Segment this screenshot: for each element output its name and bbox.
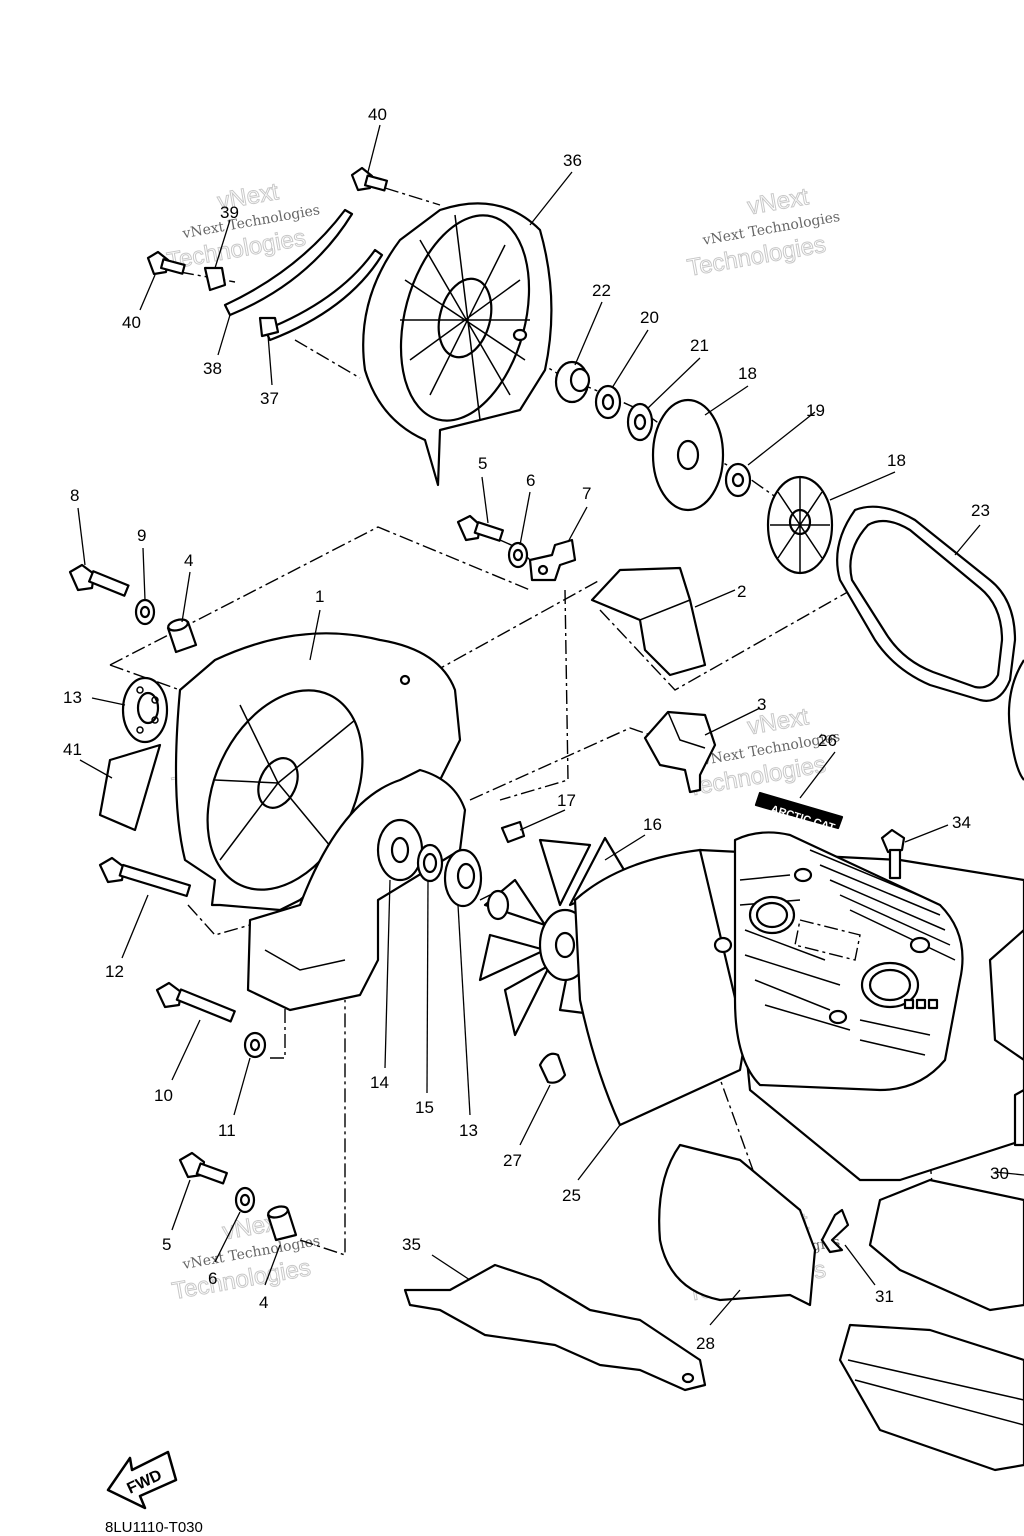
part-5-bolt-lower	[178, 1151, 228, 1185]
callout-1: 1	[315, 587, 324, 606]
callout-14: 14	[370, 1073, 389, 1092]
part-31-clip	[820, 1208, 850, 1254]
callout-4-upper: 4	[184, 551, 193, 570]
callout-18-lower: 18	[887, 451, 906, 470]
callout-5-lower: 5	[162, 1235, 171, 1254]
part-34-screw	[880, 828, 906, 880]
callout-13-right: 13	[459, 1121, 478, 1140]
callout-36: 36	[563, 151, 582, 170]
callout-12: 12	[105, 962, 124, 981]
part-7-bracket	[528, 538, 577, 582]
part-18-pulley-half-lower	[766, 475, 834, 575]
part-40-bolt-lower	[146, 250, 186, 276]
part-6-washer-lower	[234, 1186, 256, 1214]
callout-27: 27	[503, 1151, 522, 1170]
callout-2: 2	[737, 582, 746, 601]
part-30-pad	[868, 1178, 1024, 1312]
lower-airbox	[838, 1323, 1024, 1472]
part-1-fan-housing	[174, 632, 462, 912]
drawing-code: 8LU1110-T030	[105, 1519, 203, 1536]
callout-38: 38	[203, 359, 222, 378]
forward-direction-arrow: FWD	[106, 1450, 178, 1510]
callout-31: 31	[875, 1287, 894, 1306]
part-10-bolt	[155, 981, 236, 1023]
part-18-pulley-half-upper	[651, 398, 725, 512]
part-3-clamp	[643, 710, 717, 794]
part-37-band-strap	[223, 208, 384, 342]
callout-22: 22	[592, 281, 611, 300]
part-12-long-bolt	[98, 856, 192, 898]
callout-11: 11	[218, 1121, 236, 1140]
callout-30: 30	[990, 1164, 1009, 1183]
engine-top-cover	[713, 831, 964, 1092]
callout-40-top: 40	[368, 105, 387, 124]
part-40-bolt-upper	[350, 166, 389, 192]
part-13-bearing-right	[443, 848, 483, 908]
part-5-bolt-upper	[456, 514, 505, 542]
callout-10: 10	[154, 1086, 173, 1105]
callout-6-upper: 6	[526, 471, 535, 490]
callout-20: 20	[640, 308, 659, 327]
callout-4-lower: 4	[259, 1293, 268, 1312]
part-26-decal: ARCTIC CAT	[754, 791, 844, 834]
part-35-bracket	[403, 1263, 707, 1392]
part-8-bolt	[68, 563, 130, 597]
part-4-collar-upper	[166, 618, 198, 654]
part-9-washer	[134, 598, 156, 626]
callout-8: 8	[70, 486, 79, 505]
part-27-grommet	[538, 1052, 567, 1084]
part-39-grommet	[203, 266, 227, 292]
callout-26: 26	[818, 731, 837, 750]
callout-9: 9	[137, 526, 146, 545]
part-11-washer	[243, 1031, 267, 1059]
part-41-label	[98, 743, 162, 832]
callout-17: 17	[557, 791, 576, 810]
callout-7: 7	[582, 484, 591, 503]
callout-41: 41	[63, 740, 82, 759]
callout-15: 15	[415, 1098, 434, 1117]
leader-lines	[77, 124, 1024, 1326]
part-23-drive-belt	[836, 505, 1024, 781]
callout-19: 19	[806, 401, 825, 420]
part-20-washer	[594, 384, 622, 420]
callout-16: 16	[643, 815, 662, 834]
part-2-foam-block	[590, 566, 707, 677]
callout-39: 39	[220, 203, 239, 222]
part-21-washer	[626, 402, 654, 442]
right-side-frame	[988, 928, 1024, 1147]
callout-5-upper: 5	[478, 454, 487, 473]
callout-18-upper: 18	[738, 364, 757, 383]
callout-23: 23	[971, 501, 990, 520]
callout-labels: 40 36 39 40 38 37 22 20 21 18 19 18 23 5…	[63, 105, 1009, 1353]
callout-28: 28	[696, 1334, 715, 1353]
part-28-air-duct	[658, 1143, 817, 1307]
callout-35: 35	[402, 1235, 421, 1254]
part-17-key	[500, 820, 526, 844]
part-22-spacer	[554, 360, 591, 404]
callout-3: 3	[757, 695, 766, 714]
part-6-washer-upper	[507, 541, 529, 569]
part-4-collar-lower	[266, 1205, 298, 1242]
part-15-spacer	[416, 843, 444, 883]
callout-25: 25	[562, 1186, 581, 1205]
part-13-bearing-left	[121, 676, 169, 744]
part-14-seal	[376, 818, 424, 882]
callout-37: 37	[260, 389, 279, 408]
callout-6-lower: 6	[208, 1269, 217, 1288]
callout-34: 34	[952, 813, 971, 832]
part-19-shim	[724, 462, 752, 498]
callout-40-bottom: 40	[122, 313, 141, 332]
part-36-fan-cover	[362, 202, 553, 487]
callout-21: 21	[690, 336, 709, 355]
callout-13-left: 13	[63, 688, 82, 707]
